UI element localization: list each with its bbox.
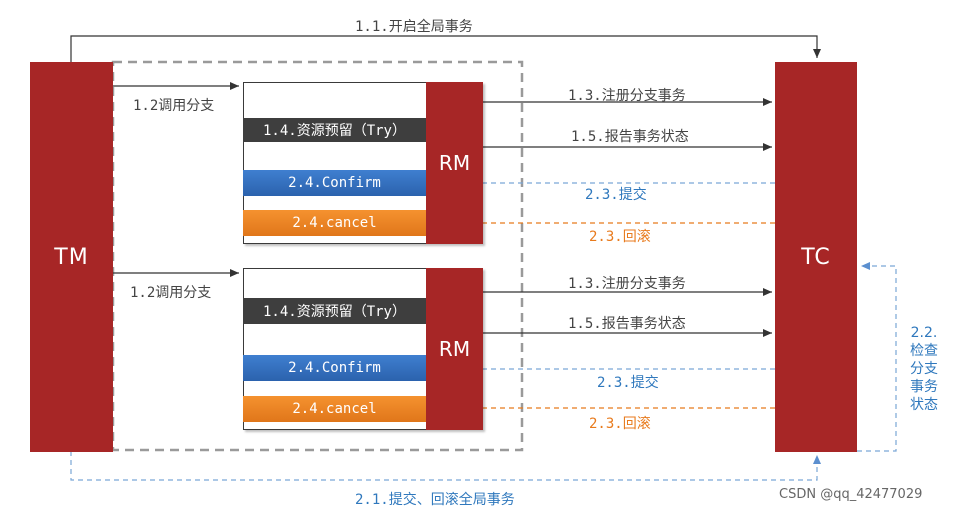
register-label-top: 1.3.注册分支事务 [568,88,686,104]
try-bar-top: 1.4.资源预留（Try） [243,118,426,142]
check-status-line-5: 状态 [910,397,938,413]
try-label-top: 1.4.资源预留（Try） [262,123,406,139]
check-status-line-3: 分支 [910,361,938,377]
call-branch-label-bottom: 1.2调用分支 [130,285,212,301]
watermark: CSDN @qq_42477029 [779,487,923,502]
global-commit-rollback-arrow [70,451,821,481]
rollback-label-top: 2.3.回滚 [589,229,651,245]
check-status-arrow [857,262,897,452]
tm-label: TM [54,244,89,270]
check-status-line-2: 检查 [910,343,938,359]
tm-node: TM [30,62,113,452]
confirm-label-top: 2.4.Confirm [288,175,381,191]
confirm-bar-bottom: 2.4.Confirm [243,355,426,381]
report-label-top: 1.5.报告事务状态 [571,129,689,145]
rm-label-top: RM [438,151,471,175]
commit-label-top: 2.3.提交 [585,187,647,203]
rm-node-top: RM [426,82,483,244]
rm-label-bottom: RM [438,337,471,361]
cancel-bar-top: 2.4.cancel [243,210,426,236]
rm-node-bottom: RM [426,268,483,430]
confirm-label-bottom: 2.4.Confirm [288,360,381,376]
start-global-arrow [70,35,821,62]
check-status-line-1: 2.2. [910,325,938,341]
rollback-label-bottom: 2.3.回滚 [589,416,651,432]
check-status-line-4: 事务 [910,379,938,395]
register-label-bottom: 1.3.注册分支事务 [568,276,686,292]
tc-node: TC [775,62,857,452]
check-status-label: 2.2. 检查 分支 事务 状态 [904,324,944,414]
cancel-bar-bottom: 2.4.cancel [243,396,426,422]
cancel-label-top: 2.4.cancel [292,215,377,231]
confirm-bar-top: 2.4.Confirm [243,170,426,196]
report-label-bottom: 1.5.报告事务状态 [568,316,686,332]
try-bar-bottom: 1.4.资源预留（Try） [243,298,426,324]
call-branch-label-top: 1.2调用分支 [133,98,215,114]
commit-label-bottom: 2.3.提交 [597,375,659,391]
tc-label: TC [801,244,831,270]
global-commit-rollback-label: 2.1.提交、回滚全局事务 [355,492,515,508]
start-global-label: 1.1.开启全局事务 [355,19,473,35]
try-label-bottom: 1.4.资源预留（Try） [262,304,406,320]
global-transaction-boundary [111,60,524,452]
cancel-label-bottom: 2.4.cancel [292,401,377,417]
